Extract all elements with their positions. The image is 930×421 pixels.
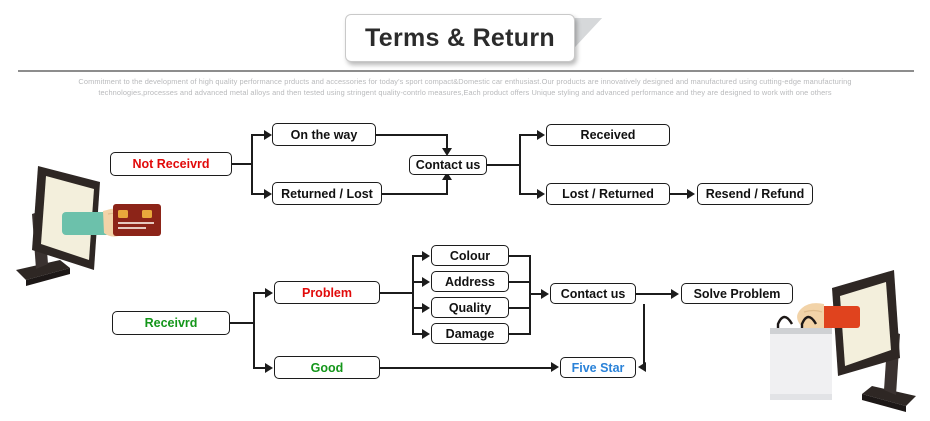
arrow-to-problem [265, 288, 273, 298]
arrow-to-on-the-way [264, 130, 272, 140]
node-returned-lost[interactable]: Returned / Lost [272, 182, 382, 205]
intro-line-2: technologies,processes and advanced meta… [98, 88, 832, 97]
node-good[interactable]: Good [274, 356, 380, 379]
arrow-to-resend-refund [687, 189, 695, 199]
connector-solve-vert-join [643, 304, 645, 367]
node-problem-damage[interactable]: Damage [431, 323, 509, 344]
node-problem[interactable]: Problem [274, 281, 380, 304]
connector-to-colour [412, 255, 424, 257]
connector-hub-down [446, 134, 448, 151]
node-received[interactable]: Received [546, 124, 670, 146]
node-problem-colour[interactable]: Colour [431, 245, 509, 266]
merge-damage [509, 333, 531, 335]
shopping-bag-icon [770, 328, 832, 400]
banner-plate: Terms & Return [345, 14, 575, 62]
connector-good-to-five-star [380, 367, 552, 369]
connector-to-returned-lost [251, 193, 267, 195]
intro-line-1: Commitment to the development of high qu… [78, 77, 852, 86]
arrow-solve-to-five-star [638, 362, 646, 372]
connector-to-resend-refund [670, 193, 689, 195]
merge-colour [509, 255, 531, 257]
node-on-the-way[interactable]: On the way [272, 123, 376, 146]
page-title: Terms & Return [365, 23, 555, 52]
arrow-to-lost-returned [537, 189, 545, 199]
node-lost-returned[interactable]: Lost / Returned [546, 183, 670, 205]
node-not-received[interactable]: Not Receivrd [110, 152, 232, 176]
node-five-star[interactable]: Five Star [560, 357, 636, 378]
bag-handle-icon [776, 315, 794, 330]
connector-hub-to-results [487, 164, 520, 166]
connector-to-good [253, 367, 267, 369]
node-problem-quality[interactable]: Quality [431, 297, 509, 318]
arrow-to-solve-problem [671, 289, 679, 299]
connector-problem-to-list [380, 292, 414, 294]
monitor-screen-icon [840, 282, 891, 366]
connector-problem-list-riser [412, 255, 414, 333]
arrow-to-returned-lost [264, 189, 272, 199]
connector-to-address [412, 281, 424, 283]
arrow-down-to-contact-us [442, 148, 452, 156]
title-banner: Terms & Return [345, 14, 605, 62]
sleeve-icon [62, 212, 110, 235]
connector-to-problem [253, 292, 267, 294]
illustration-monitor-credit-card [16, 166, 161, 286]
arrow-to-colour [422, 251, 430, 261]
monitor-base-icon [862, 386, 916, 406]
node-problem-address[interactable]: Address [431, 271, 509, 292]
banner-ribbon-tail [574, 18, 602, 48]
node-contact-us-bottom[interactable]: Contact us [550, 283, 636, 304]
arrow-good-to-five-star [551, 362, 559, 372]
node-resend-refund[interactable]: Resend / Refund [697, 183, 813, 205]
arrow-to-received [537, 130, 545, 140]
merge-bus [529, 255, 531, 335]
connector-to-received [519, 134, 539, 136]
merge-quality [509, 307, 531, 309]
connector-on-the-way-to-hub [376, 134, 448, 136]
connector-bottom-split-riser [253, 292, 255, 368]
arrow-to-quality [422, 303, 430, 313]
node-contact-us-top[interactable]: Contact us [409, 155, 487, 175]
monitor-base-icon [16, 260, 70, 280]
connector-to-damage [412, 333, 424, 335]
merge-address [509, 281, 531, 283]
arrow-to-good [265, 363, 273, 373]
connector-to-on-the-way [251, 134, 267, 136]
connector-received-to-split [230, 322, 254, 324]
node-received-start[interactable]: Receivrd [112, 311, 230, 335]
arrow-to-damage [422, 329, 430, 339]
intro-paragraph: Commitment to the development of high qu… [40, 76, 890, 98]
arrow-to-contact-us-bottom [541, 289, 549, 299]
illustration-monitor-shopping-bag [770, 270, 916, 412]
connector-contact-to-solve [636, 293, 674, 295]
sleeve-icon [818, 306, 860, 328]
connector-results-riser [519, 134, 521, 194]
connector-split-riser [251, 134, 253, 194]
arrow-to-address [422, 277, 430, 287]
connector-returned-lost-to-hub [382, 193, 448, 195]
header-divider [18, 70, 914, 72]
arrow-up-to-contact-us [442, 172, 452, 180]
connector-start-to-split [232, 163, 252, 165]
credit-card-icon [113, 204, 161, 236]
connector-hub-up [446, 178, 448, 194]
connector-merge-to-contact-us [529, 293, 543, 295]
node-solve-problem[interactable]: Solve Problem [681, 283, 793, 304]
connector-to-lost-returned [519, 193, 539, 195]
connector-to-quality [412, 307, 424, 309]
